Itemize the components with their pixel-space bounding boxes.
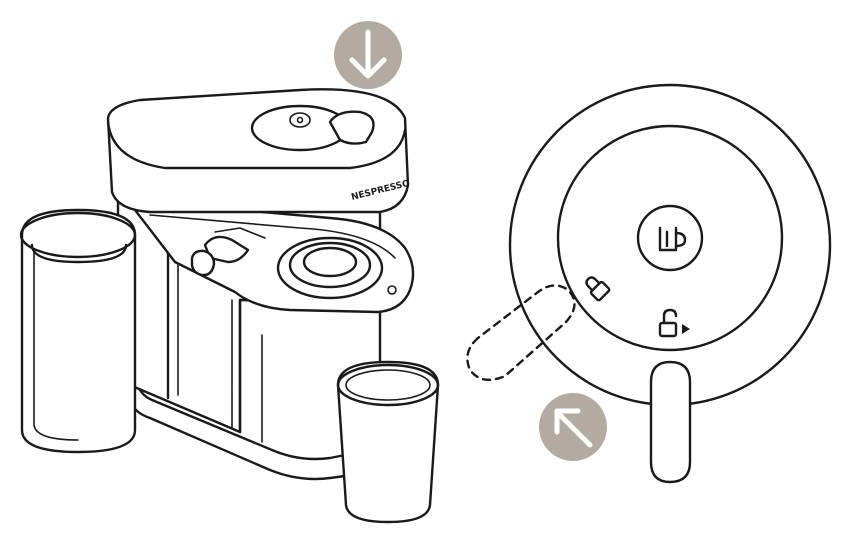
cup-button bbox=[636, 204, 704, 272]
lid-inner-circle bbox=[556, 124, 784, 352]
hinge-knob bbox=[190, 249, 216, 277]
lock-closed-icon bbox=[585, 276, 611, 302]
press-down-badge bbox=[334, 21, 402, 89]
lid-handle bbox=[649, 360, 692, 484]
lock-open-icon bbox=[658, 308, 690, 338]
water-tank bbox=[19, 208, 137, 454]
arrow-down-icon bbox=[349, 29, 387, 79]
capsule-holder bbox=[133, 200, 415, 314]
coffee-machine: NESPRESSO bbox=[19, 88, 440, 524]
coffee-cup bbox=[336, 360, 440, 524]
rotate-open-badge bbox=[539, 393, 607, 461]
cup-icon bbox=[658, 226, 687, 252]
machine-lid: NESPRESSO bbox=[106, 88, 411, 214]
arrow-up-left-icon bbox=[554, 408, 593, 448]
handle-start-position bbox=[466, 284, 576, 382]
top-view-diagram bbox=[466, 83, 832, 484]
lid-lever bbox=[328, 110, 375, 145]
